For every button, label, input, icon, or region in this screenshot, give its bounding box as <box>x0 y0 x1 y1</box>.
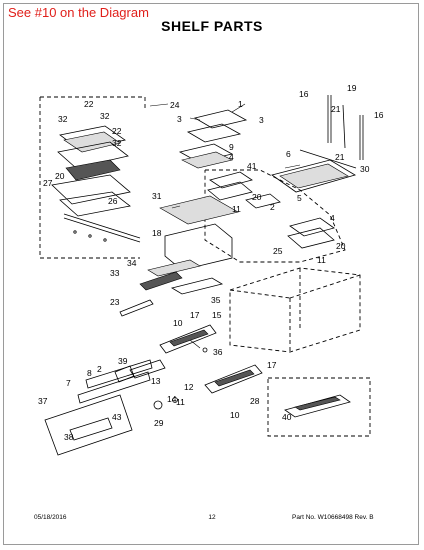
hardware <box>114 347 208 410</box>
callout-label: 13 <box>151 376 161 386</box>
callout-label: 11 <box>176 397 185 407</box>
crisper-cover <box>159 195 239 225</box>
callout-label: 12 <box>184 382 194 392</box>
callout-label: 34 <box>127 258 137 268</box>
callout-label: 8 <box>87 368 92 378</box>
freezer-cabinet-outline <box>229 267 361 353</box>
callout-label: 9 <box>229 142 234 152</box>
callout-label: 19 <box>347 83 357 93</box>
callout-label: 22 <box>112 126 122 136</box>
callout-label: 33 <box>110 268 120 278</box>
callout-label: 15 <box>212 310 222 320</box>
main-shelf-and-rails <box>271 95 364 193</box>
page-frame <box>3 3 419 545</box>
crisper-group-outline <box>204 169 346 263</box>
leader-lines <box>149 103 301 349</box>
callout-label: 21 <box>335 152 345 162</box>
callout-label: 23 <box>110 297 120 307</box>
callout-label: 40 <box>282 412 292 422</box>
callout-label: 28 <box>250 396 260 406</box>
callout-label: 31 <box>152 191 162 201</box>
page-title: SHELF PARTS <box>161 18 263 34</box>
deli-drawer <box>164 223 233 271</box>
callout-label: 7 <box>66 378 71 388</box>
callout-label: 11 <box>317 255 326 265</box>
callout-label: 30 <box>360 164 370 174</box>
callout-label: 24 <box>170 100 180 110</box>
rail-cover <box>119 299 154 317</box>
callout-label: 11 <box>232 204 241 214</box>
callout-label: 29 <box>154 418 164 428</box>
callout-label: 32 <box>112 138 122 148</box>
callout-label: 4 <box>330 213 335 223</box>
callout-label: 3 <box>177 114 182 124</box>
callout-label: 18 <box>152 228 162 238</box>
crisper-drawers <box>207 171 335 249</box>
callout-label: 5 <box>297 193 302 203</box>
callout-label: 2 <box>270 202 275 212</box>
pan-rail <box>139 271 183 291</box>
callout-label: 10 <box>230 410 240 420</box>
callout-label: 36 <box>213 347 223 357</box>
callout-label: 26 <box>108 196 118 206</box>
callout-label: 17 <box>267 360 277 370</box>
callout-label: 37 <box>38 396 48 406</box>
diagram-note: See #10 on the Diagram <box>8 5 149 20</box>
callout-label: 20 <box>336 241 346 251</box>
left-group-outline-lower <box>39 97 140 259</box>
drawer-slides <box>129 324 263 394</box>
left-group-outline <box>40 96 146 110</box>
drawer-front <box>44 359 153 456</box>
callout-label: 35 <box>211 295 221 305</box>
callout-label: 16 <box>374 110 384 120</box>
callout-label: 16 <box>299 89 309 99</box>
callout-label: 21 <box>331 104 341 114</box>
footer-date: 05/18/2016 <box>34 514 67 521</box>
callout-labels: 22 32 32 22 32 27 20 26 24 3 1 3 9 4 16 … <box>38 83 384 442</box>
callout-label: 32 <box>100 111 110 121</box>
top-glass-shelves <box>178 109 248 169</box>
pan-divider <box>147 259 201 277</box>
callout-label: 27 <box>43 178 53 188</box>
callout-label: 43 <box>112 412 122 422</box>
callout-label: 20 <box>252 192 262 202</box>
callout-label: 4 <box>229 152 234 162</box>
callout-label: 41 <box>247 161 257 171</box>
slide-detail-rail <box>284 394 351 418</box>
footer-part-number: Part No. W10668498 Rev. B <box>292 514 374 521</box>
door-shelf-assembly <box>51 125 141 243</box>
slide-detail-outline <box>267 377 371 437</box>
callout-label: 14 <box>167 394 177 404</box>
callout-label: 10 <box>173 318 183 328</box>
callout-label: 22 <box>84 99 94 109</box>
callout-label: 1 <box>238 99 243 109</box>
pan-trim <box>170 277 224 295</box>
callout-label: 17 <box>190 310 200 320</box>
callout-label: 6 <box>286 149 291 159</box>
callout-label: 32 <box>58 114 68 124</box>
callout-label: 25 <box>273 246 283 256</box>
callout-label: 20 <box>55 171 65 181</box>
callout-label: 39 <box>118 356 128 366</box>
footer-page-number: 12 <box>208 514 216 521</box>
callout-label: 3 <box>259 115 264 125</box>
callout-label: 2 <box>97 364 102 374</box>
callout-label: 38 <box>64 432 74 442</box>
